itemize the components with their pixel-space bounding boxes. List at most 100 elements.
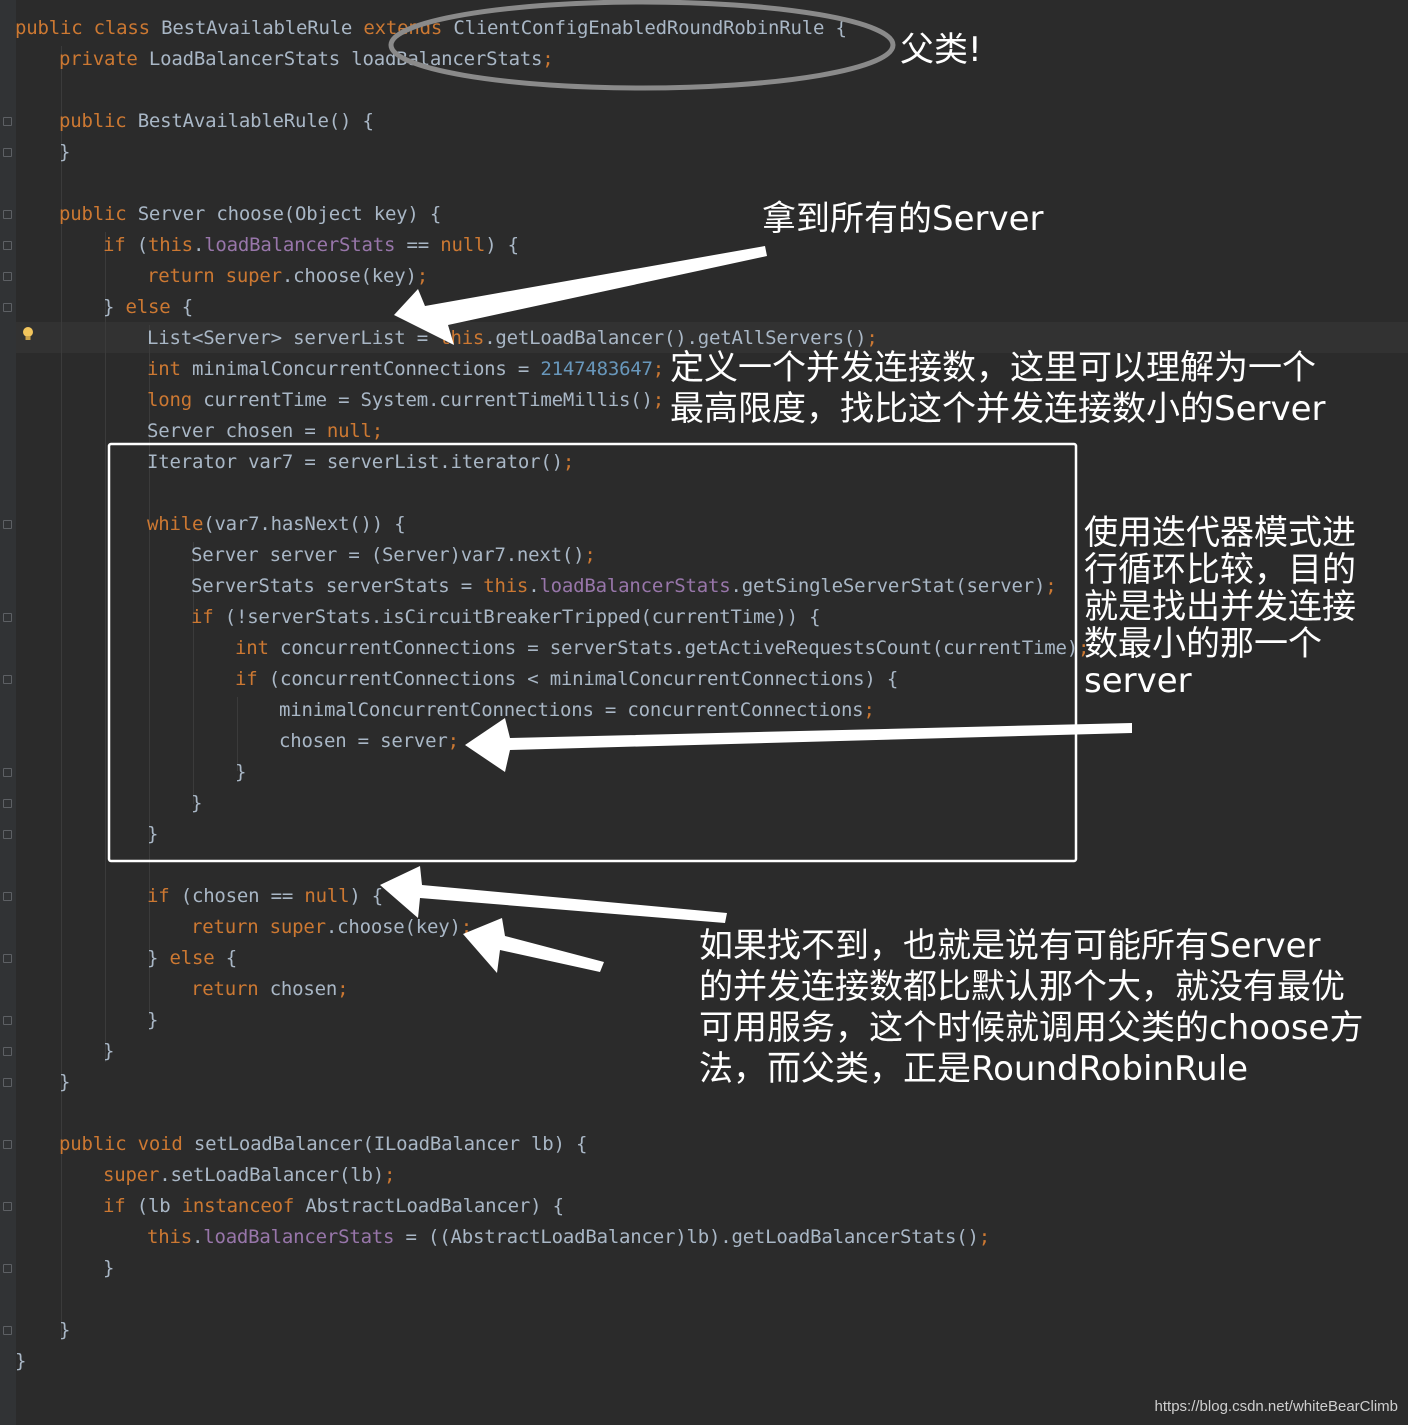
code-token: (!serverStats.isCircuitBreakerTripped(cu… bbox=[224, 606, 821, 628]
code-line[interactable]: } bbox=[147, 819, 158, 850]
code-line[interactable]: return super.choose(key); bbox=[147, 261, 428, 292]
code-token: this bbox=[147, 1226, 192, 1248]
code-token: ; bbox=[337, 978, 349, 1000]
code-line[interactable]: } bbox=[59, 137, 70, 168]
code-line[interactable]: while(var7.hasNext()) { bbox=[147, 509, 406, 540]
code-token: this bbox=[439, 327, 485, 349]
code-line[interactable]: if (concurrentConnections < minimalConcu… bbox=[235, 664, 898, 695]
code-line[interactable]: } bbox=[235, 757, 246, 788]
code-line[interactable]: } bbox=[15, 1346, 26, 1377]
code-line[interactable]: if (lb instanceof AbstractLoadBalancer) … bbox=[103, 1191, 564, 1222]
lightbulb-icon[interactable] bbox=[22, 326, 34, 342]
fold-icon[interactable] bbox=[3, 1326, 12, 1335]
code-token: public bbox=[59, 110, 138, 132]
code-line[interactable]: return super.choose(key); bbox=[191, 912, 472, 943]
code-token: if bbox=[147, 885, 181, 907]
code-token: Server server = (Server)var7.next() bbox=[191, 544, 585, 566]
code-line[interactable]: return chosen; bbox=[191, 974, 349, 1005]
code-token: (chosen == bbox=[180, 885, 305, 907]
code-line[interactable]: ServerStats serverStats = this.loadBalan… bbox=[191, 571, 1057, 602]
code-token: } bbox=[147, 1009, 159, 1031]
code-token: ; bbox=[1045, 575, 1057, 597]
code-token: currentTime = System.currentTimeMillis() bbox=[203, 389, 653, 411]
code-line[interactable]: this.loadBalancerStats = ((AbstractLoadB… bbox=[147, 1222, 990, 1253]
fold-icon[interactable] bbox=[3, 1078, 12, 1087]
code-line[interactable]: chosen = server; bbox=[279, 726, 459, 757]
code-line[interactable]: int minimalConcurrentConnections = 21474… bbox=[147, 354, 664, 385]
code-line[interactable]: int concurrentConnections = serverStats.… bbox=[235, 633, 1089, 664]
code-line[interactable]: } else { bbox=[147, 943, 237, 974]
code-line[interactable]: if (this.loadBalancerStats == null) { bbox=[103, 230, 519, 261]
fold-icon[interactable] bbox=[3, 117, 12, 126]
fold-icon[interactable] bbox=[3, 799, 12, 808]
annotation-iterator-compare: 使用迭代器模式进 行循环比较，目的 就是找出并发连接 数最小的那一个 serve… bbox=[1084, 513, 1356, 701]
code-token: ; bbox=[652, 389, 665, 411]
code-token: if bbox=[103, 234, 137, 256]
code-token: . bbox=[528, 575, 540, 597]
fold-icon[interactable] bbox=[3, 1047, 12, 1056]
code-token: ; bbox=[1077, 637, 1090, 659]
fold-icon[interactable] bbox=[3, 148, 12, 157]
code-line[interactable]: super.setLoadBalancer(lb); bbox=[103, 1160, 395, 1191]
code-line[interactable]: } bbox=[59, 1067, 70, 1098]
code-token: super bbox=[103, 1164, 160, 1186]
fold-icon[interactable] bbox=[3, 613, 12, 622]
code-token: } bbox=[59, 141, 71, 163]
code-token: LoadBalancerStats loadBalancerStats bbox=[148, 48, 543, 70]
code-line[interactable]: } else { bbox=[103, 292, 193, 323]
indent-guide bbox=[61, 46, 62, 1338]
code-line[interactable]: public Server choose(Object key) { bbox=[59, 199, 441, 230]
fold-icon[interactable] bbox=[3, 830, 12, 839]
code-token: ; bbox=[416, 265, 428, 287]
code-token: . bbox=[192, 234, 205, 256]
code-line[interactable]: } bbox=[147, 1005, 158, 1036]
code-token: ( bbox=[136, 234, 148, 256]
code-line[interactable]: public void setLoadBalancer(ILoadBalance… bbox=[59, 1129, 587, 1160]
code-token: { bbox=[225, 947, 237, 969]
fold-icon[interactable] bbox=[3, 768, 12, 777]
fold-icon[interactable] bbox=[3, 272, 12, 281]
fold-icon[interactable] bbox=[3, 241, 12, 250]
code-token: ; bbox=[447, 730, 459, 752]
code-token: (lb bbox=[136, 1195, 182, 1217]
code-line[interactable]: } bbox=[59, 1315, 70, 1346]
code-token: return super bbox=[147, 265, 282, 287]
code-token: = ((AbstractLoadBalancer)lb).getLoadBala… bbox=[394, 1226, 979, 1248]
code-token: 2147483647 bbox=[540, 358, 653, 380]
code-line[interactable]: Server server = (Server)var7.next(); bbox=[191, 540, 596, 571]
fold-icon[interactable] bbox=[3, 1140, 12, 1149]
code-token: null bbox=[440, 234, 486, 256]
code-line[interactable]: } bbox=[103, 1253, 114, 1284]
watermark: https://blog.csdn.net/whiteBearClimb bbox=[1154, 1398, 1398, 1415]
code-line[interactable]: } bbox=[103, 1036, 114, 1067]
code-token: { bbox=[181, 296, 193, 318]
code-token: ; bbox=[562, 451, 575, 473]
code-line[interactable]: long currentTime = System.currentTimeMil… bbox=[147, 385, 664, 416]
code-token: } bbox=[59, 1071, 71, 1093]
fold-icon[interactable] bbox=[3, 1016, 12, 1025]
fold-icon[interactable] bbox=[3, 892, 12, 901]
code-token: public class bbox=[15, 17, 162, 39]
fold-icon[interactable] bbox=[3, 954, 12, 963]
code-line[interactable]: minimalConcurrentConnections = concurren… bbox=[279, 695, 875, 726]
code-token: this bbox=[483, 575, 529, 597]
code-line[interactable]: Iterator var7 = serverList.iterator(); bbox=[147, 447, 574, 478]
fold-icon[interactable] bbox=[3, 520, 12, 529]
code-line[interactable]: public BestAvailableRule() { bbox=[59, 106, 374, 137]
fold-icon[interactable] bbox=[3, 675, 12, 684]
code-token: List<Server> serverList = bbox=[147, 327, 440, 349]
fold-icon[interactable] bbox=[3, 1202, 12, 1211]
code-line[interactable]: Server chosen = null; bbox=[147, 416, 383, 447]
fold-icon[interactable] bbox=[3, 210, 12, 219]
editor-gutter[interactable] bbox=[0, 0, 16, 1425]
code-line[interactable]: } bbox=[191, 788, 202, 819]
fold-icon[interactable] bbox=[3, 1264, 12, 1273]
code-line[interactable]: private LoadBalancerStats loadBalancerSt… bbox=[59, 44, 554, 75]
annotation-get-all-servers: 拿到所有的Server bbox=[762, 199, 1044, 239]
fold-icon[interactable] bbox=[3, 303, 12, 312]
code-line[interactable]: public class BestAvailableRule extends C… bbox=[15, 13, 847, 44]
code-line[interactable]: if (!serverStats.isCircuitBreakerTripped… bbox=[191, 602, 821, 633]
code-token: } bbox=[191, 792, 203, 814]
code-line[interactable]: if (chosen == null) { bbox=[147, 881, 383, 912]
